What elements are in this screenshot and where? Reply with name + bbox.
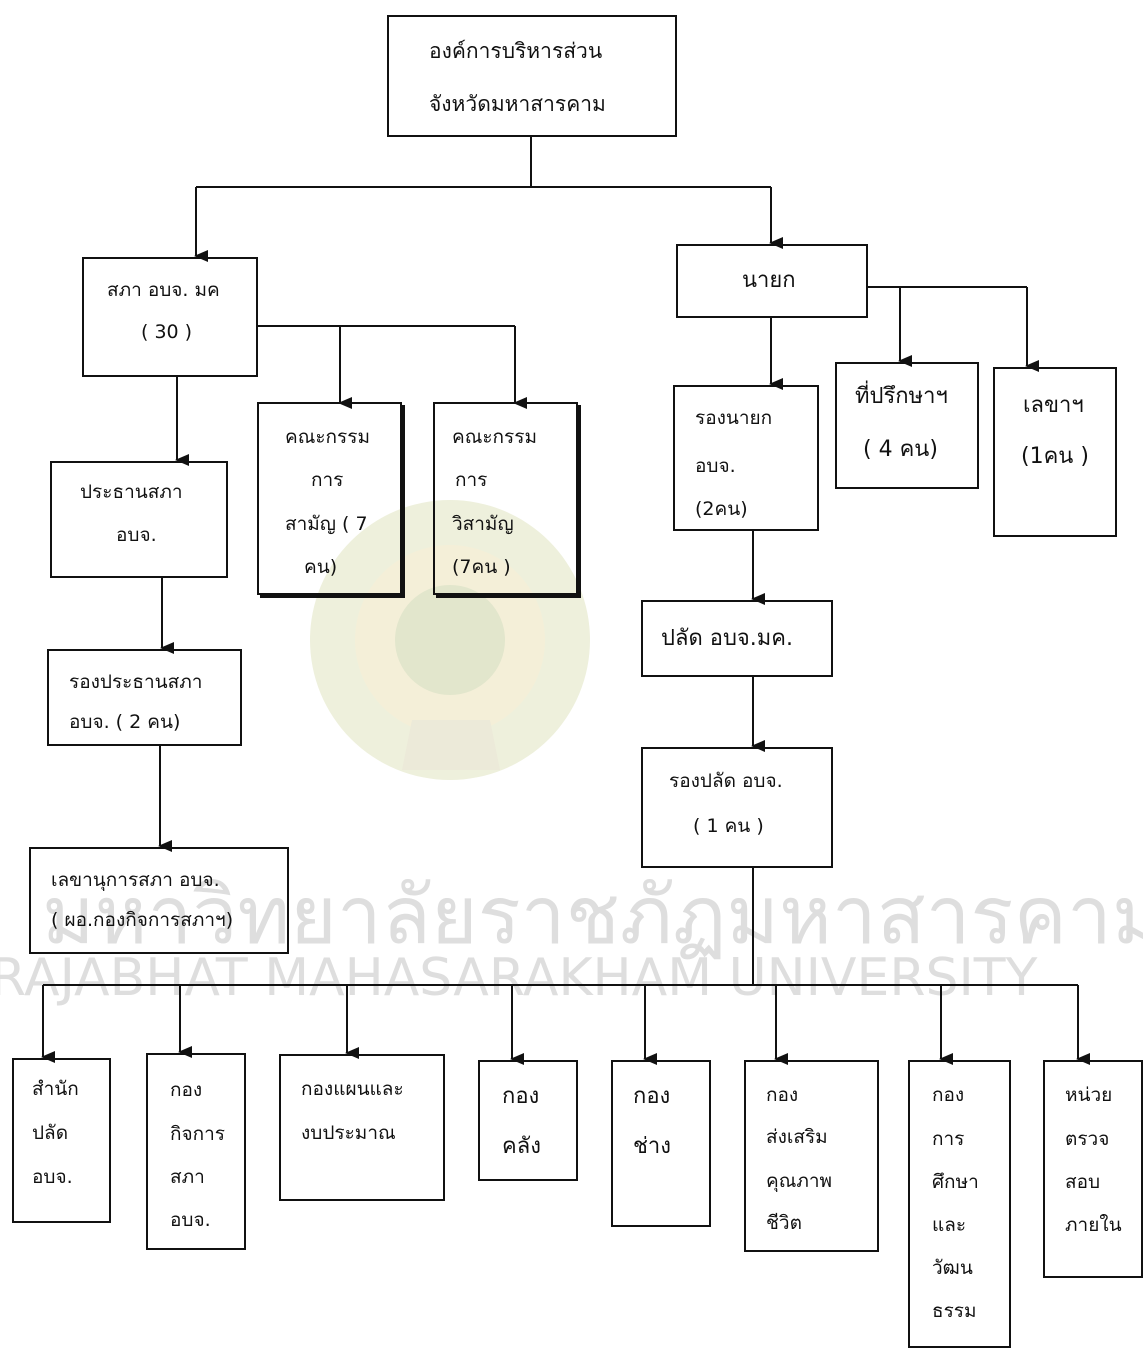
watermark-english-text: RAJABHAT MAHASARAKHAM UNIVERSITY xyxy=(0,948,1038,1008)
committee-2-label-1: คณะกรรม xyxy=(452,426,537,448)
committee-2-label-4: (7คน ) xyxy=(452,556,511,578)
division-7-label-5: วัฒน xyxy=(932,1257,973,1279)
committee-2-label-2: การ xyxy=(455,469,488,491)
advisor-label-2: ( 4 คน) xyxy=(863,437,938,462)
watermark-thai-text: มหาวิทยาลัยราชภัฏมหาสารคาม xyxy=(42,869,1143,962)
root-label-2: จังหวัดมหาสารคาม xyxy=(429,92,606,116)
division-7-label-3: ศึกษา xyxy=(932,1171,979,1193)
division-7-label-6: ธรรม xyxy=(932,1300,977,1322)
division-2-label-1: กอง xyxy=(170,1079,203,1101)
council-label-1: สภา อบจ. มค xyxy=(107,279,220,301)
vice-chair-label-1: รองประธานสภา xyxy=(69,671,203,693)
deputy-palad-box: รองปลัด อบจ. ( 1 คน ) xyxy=(641,747,833,868)
division-6-label-3: คุณภาพ xyxy=(766,1170,833,1192)
division-1-label-3: อบจ. xyxy=(32,1166,73,1188)
division-box-quality-of-life: กอง ส่งเสริม คุณภาพ ชีวิต xyxy=(744,1060,879,1252)
division-box-engineering: กอง ช่าง xyxy=(611,1060,711,1227)
division-4-label-2: คลัง xyxy=(502,1134,541,1159)
council-box: สภา อบจ. มค ( 30 ) xyxy=(82,257,258,377)
palad-box: ปลัด อบจ.มค. xyxy=(641,600,833,677)
vice-chair-box: รองประธานสภา อบจ. ( 2 คน) xyxy=(47,649,242,746)
committee-1-label-3: สามัญ ( 7 xyxy=(285,513,368,535)
council-secretary-label-2: ( ผอ.กองกิจการสภาฯ) xyxy=(51,909,234,931)
chair-label-2: อบจ. xyxy=(116,524,157,546)
division-box-plan-budget: กองแผนและ งบประมาณ xyxy=(279,1054,445,1201)
deputy-palad-label-2: ( 1 คน ) xyxy=(693,815,764,837)
division-3-label-1: กองแผนและ xyxy=(301,1078,404,1100)
advisor-box: ที่ปรึกษาฯ ( 4 คน) xyxy=(835,362,979,489)
division-6-label-4: ชีวิต xyxy=(766,1212,802,1234)
division-7-label-1: กอง xyxy=(932,1084,965,1106)
division-box-internal-audit: หน่วย ตรวจ สอบ ภายใน xyxy=(1043,1060,1143,1278)
division-box-office-of-palad: สำนัก ปลัด อบจ. xyxy=(12,1058,111,1223)
division-3-label-2: งบประมาณ xyxy=(301,1122,396,1144)
division-box-council-affairs: กอง กิจการ สภา อบจ. xyxy=(146,1053,246,1250)
deputy-mayor-label-3: (2คน) xyxy=(695,498,748,520)
council-secretary-box: เลขานุการสภา อบจ. ( ผอ.กองกิจการสภาฯ) xyxy=(29,847,289,954)
division-6-label-1: กอง xyxy=(766,1084,799,1106)
council-label-2: ( 30 ) xyxy=(141,321,193,343)
committee-1-label-4: คน) xyxy=(304,556,338,578)
division-8-label-1: หน่วย xyxy=(1065,1084,1113,1106)
division-1-label-1: สำนัก xyxy=(32,1078,79,1100)
root-box: องค์การบริหารส่วน จังหวัดมหาสารคาม xyxy=(387,15,677,137)
division-2-label-2: กิจการ xyxy=(170,1123,226,1145)
deputy-mayor-label-1: รองนายก xyxy=(695,407,773,429)
committee-box-2: คณะกรรม การ วิสามัญ (7คน ) xyxy=(433,402,578,595)
division-1-label-2: ปลัด xyxy=(32,1122,69,1144)
mayor-secretary-label-2: (1คน ) xyxy=(1021,444,1089,469)
division-2-label-3: สภา xyxy=(170,1166,205,1188)
palad-label: ปลัด อบจ.มค. xyxy=(661,626,793,651)
mayor-secretary-box: เลขาฯ (1คน ) xyxy=(993,367,1117,537)
university-seal-watermark xyxy=(310,500,590,780)
committee-box-1: คณะกรรม การ สามัญ ( 7 คน) xyxy=(257,402,402,595)
division-5-label-2: ช่าง xyxy=(633,1134,672,1159)
committee-1-label-2: การ xyxy=(311,469,344,491)
division-8-label-3: สอบ xyxy=(1065,1171,1101,1193)
deputy-mayor-box: รองนายก อบจ. (2คน) xyxy=(673,385,819,531)
division-box-finance: กอง คลัง xyxy=(478,1060,578,1181)
division-8-label-4: ภายใน xyxy=(1065,1214,1122,1236)
vice-chair-label-2: อบจ. ( 2 คน) xyxy=(69,711,181,733)
division-8-label-2: ตรวจ xyxy=(1065,1128,1110,1150)
chair-box: ประธานสภา อบจ. xyxy=(50,461,228,578)
root-label-1: องค์การบริหารส่วน xyxy=(429,39,603,63)
division-7-label-4: และ xyxy=(932,1214,967,1236)
advisor-label-1: ที่ปรึกษาฯ xyxy=(855,384,948,409)
mayor-label: นายก xyxy=(742,268,796,293)
division-5-label-1: กอง xyxy=(633,1084,671,1109)
committee-2-label-3: วิสามัญ xyxy=(452,513,514,535)
committee-1-label-1: คณะกรรม xyxy=(285,426,370,448)
division-box-education-culture: กอง การ ศึกษา และ วัฒน ธรรม xyxy=(908,1060,1011,1348)
mayor-box: นายก xyxy=(676,244,868,318)
mayor-secretary-label-1: เลขาฯ xyxy=(1023,393,1084,418)
council-secretary-label-1: เลขานุการสภา อบจ. xyxy=(51,869,220,891)
division-6-label-2: ส่งเสริม xyxy=(766,1126,828,1148)
deputy-palad-label-1: รองปลัด อบจ. xyxy=(669,770,783,792)
division-2-label-4: อบจ. xyxy=(170,1209,211,1231)
division-4-label-1: กอง xyxy=(502,1084,540,1109)
division-7-label-2: การ xyxy=(932,1128,965,1150)
deputy-mayor-label-2: อบจ. xyxy=(695,455,736,477)
chair-label-1: ประธานสภา xyxy=(80,481,183,503)
